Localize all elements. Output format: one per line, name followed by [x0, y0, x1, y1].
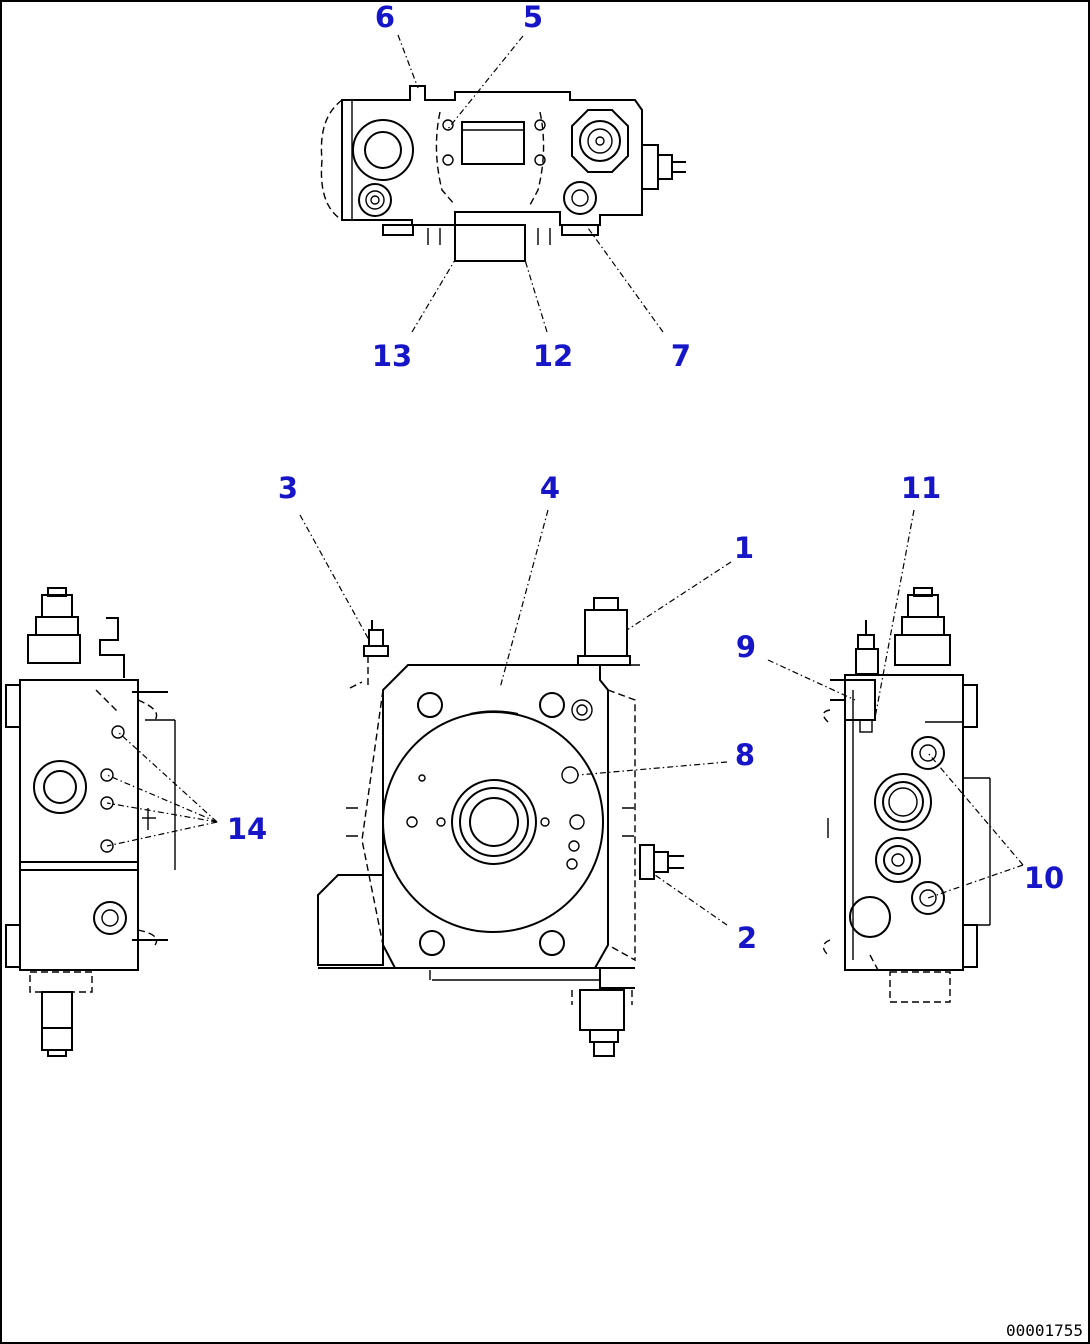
callout-5: 5 [523, 0, 543, 34]
leader-4 [499, 509, 549, 689]
front-view [317, 597, 684, 1057]
leader-12 [524, 259, 548, 333]
callout-4: 4 [540, 471, 560, 505]
leader-14d [106, 821, 218, 847]
leader-10 [927, 752, 1024, 866]
callout-8: 8 [735, 738, 755, 772]
leader-7 [587, 227, 664, 333]
top-view [320, 85, 686, 262]
callouts: 6 5 13 12 7 3 4 11 1 9 8 14 10 2 [227, 0, 1064, 955]
drawing-id: 00001755 [1006, 1321, 1083, 1340]
callout-14: 14 [227, 812, 267, 846]
left-side-view [5, 587, 176, 1057]
leader-10b [927, 864, 1024, 899]
leader-8 [577, 761, 728, 776]
leader-6 [397, 34, 419, 89]
leader-lines [106, 34, 1024, 926]
leader-5 [446, 35, 524, 131]
right-side-view [822, 587, 991, 1003]
callout-9: 9 [736, 630, 756, 664]
leader-13 [411, 259, 456, 333]
callout-7: 7 [671, 339, 691, 373]
callout-1: 1 [734, 531, 754, 565]
leader-9 [767, 659, 856, 701]
callout-12: 12 [533, 339, 573, 373]
callout-13: 13 [372, 339, 412, 373]
leader-14c [106, 802, 218, 823]
callout-10: 10 [1024, 861, 1064, 895]
leader-3 [299, 514, 370, 641]
callout-11: 11 [901, 471, 941, 505]
leader-11 [874, 509, 915, 719]
leader-1 [626, 561, 732, 631]
leader-14 [117, 731, 218, 823]
leader-2 [654, 874, 728, 926]
callout-3: 3 [278, 471, 298, 505]
leader-14b [106, 774, 218, 823]
callout-6: 6 [375, 0, 395, 34]
callout-2: 2 [737, 921, 757, 955]
